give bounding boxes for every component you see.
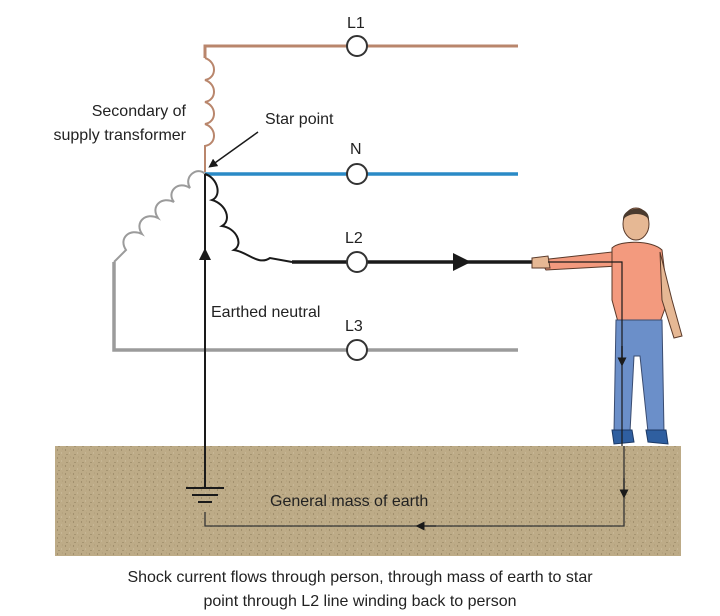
caption-line1: Shock current flows through person, thro… bbox=[127, 569, 593, 586]
mass-of-earth-label: General mass of earth bbox=[270, 493, 428, 510]
l2-label: L2 bbox=[345, 230, 363, 247]
l1-terminal bbox=[346, 35, 368, 57]
person-extended-arm bbox=[539, 251, 619, 271]
earth-electrode-symbol bbox=[186, 487, 224, 503]
star-point-pointer bbox=[208, 131, 259, 168]
earth-mass bbox=[55, 446, 681, 556]
person-figure bbox=[531, 207, 683, 445]
l2-terminal bbox=[346, 251, 368, 273]
l1-label: L1 bbox=[347, 15, 365, 32]
l2-winding bbox=[204, 173, 293, 263]
l1-winding bbox=[204, 57, 215, 172]
person-hand bbox=[531, 255, 551, 269]
l3-conductor bbox=[112, 262, 518, 352]
l1-conductor bbox=[203, 44, 518, 58]
secondary-label-line2: supply transformer bbox=[54, 127, 187, 144]
l3-winding bbox=[113, 170, 206, 263]
n-label: N bbox=[350, 141, 362, 158]
person-hanging-arm bbox=[659, 251, 683, 339]
l3-label: L3 bbox=[345, 318, 363, 335]
secondary-label-line1: Secondary of bbox=[92, 103, 187, 120]
n-terminal bbox=[346, 163, 368, 185]
earthed-neutral-label: Earthed neutral bbox=[211, 304, 320, 321]
person-left-shoe bbox=[611, 429, 635, 445]
person-hair bbox=[622, 208, 650, 220]
l3-terminal bbox=[346, 339, 368, 361]
body-current-path bbox=[548, 261, 623, 446]
caption-line2: point through L2 line winding back to pe… bbox=[203, 593, 516, 610]
person-head bbox=[622, 207, 650, 241]
person-right-shoe bbox=[645, 429, 669, 445]
star-point-label: Star point bbox=[265, 111, 334, 128]
